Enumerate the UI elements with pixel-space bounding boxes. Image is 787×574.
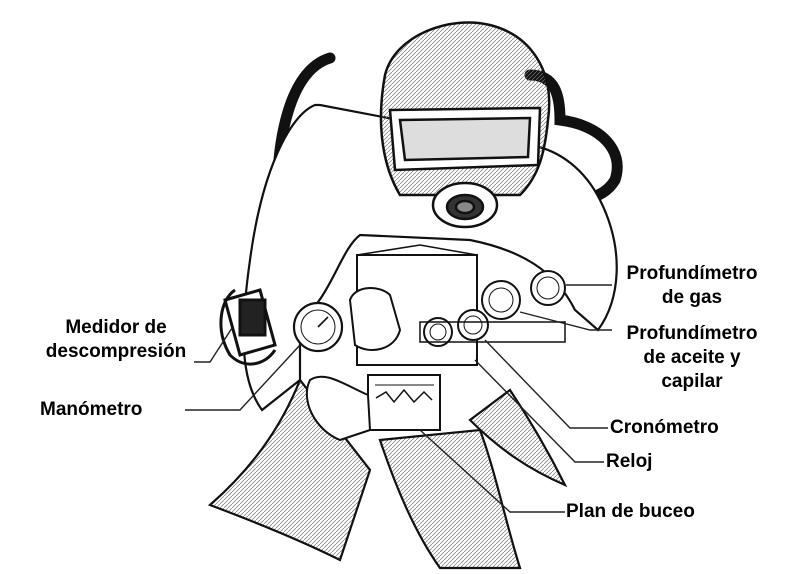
label-profundimetro-aceite: Profundímetro de aceite y capilar [612, 322, 772, 394]
manometer-gauge [292, 301, 344, 353]
label-plan-buceo: Plan de buceo [566, 501, 695, 522]
label-medidor-line2: descompresión [45, 341, 187, 362]
label-cronometro: Cronómetro [610, 417, 719, 438]
helmet [379, 21, 551, 229]
label-prof-gas-line1: Profundímetro [626, 263, 758, 284]
label-reloj: Reloj [606, 451, 653, 472]
decompression-meter [219, 288, 277, 366]
wrist-gauges [419, 270, 566, 347]
label-medidor-descompresion: Medidor de descompresión [38, 316, 194, 364]
label-prof-aceite-line2: de aceite y [643, 347, 741, 368]
label-prof-gas-line2: de gas [661, 287, 723, 308]
label-prof-aceite-line1: Profundímetro [626, 323, 758, 344]
left-hand [348, 287, 402, 351]
label-medidor-line1: Medidor de [65, 317, 167, 338]
label-prof-aceite-line3: capilar [661, 371, 723, 392]
label-profundimetro-gas: Profundímetro de gas [612, 262, 772, 310]
label-manometro: Manómetro [40, 399, 143, 420]
dive-plan-slate [305, 374, 441, 442]
leader-lines [185, 284, 612, 513]
